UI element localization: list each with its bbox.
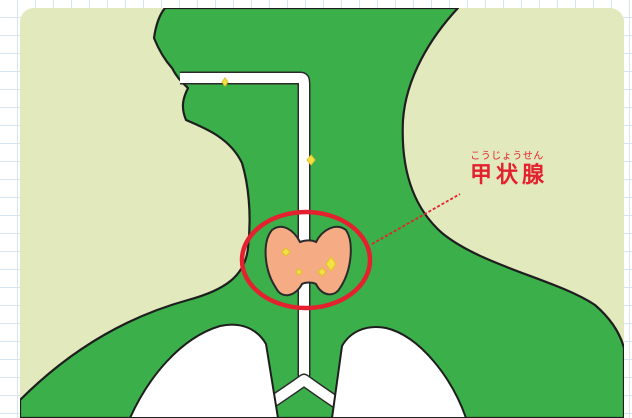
diagram-card: こうじょうせん 甲状腺 — [20, 8, 624, 418]
thyroid-label-text: 甲状腺 — [461, 163, 557, 189]
thyroid-label-reading: こうじょうせん — [457, 151, 557, 163]
neck-anatomy-illustration — [20, 8, 624, 418]
thyroid-label: こうじょうせん 甲状腺 — [457, 151, 557, 189]
